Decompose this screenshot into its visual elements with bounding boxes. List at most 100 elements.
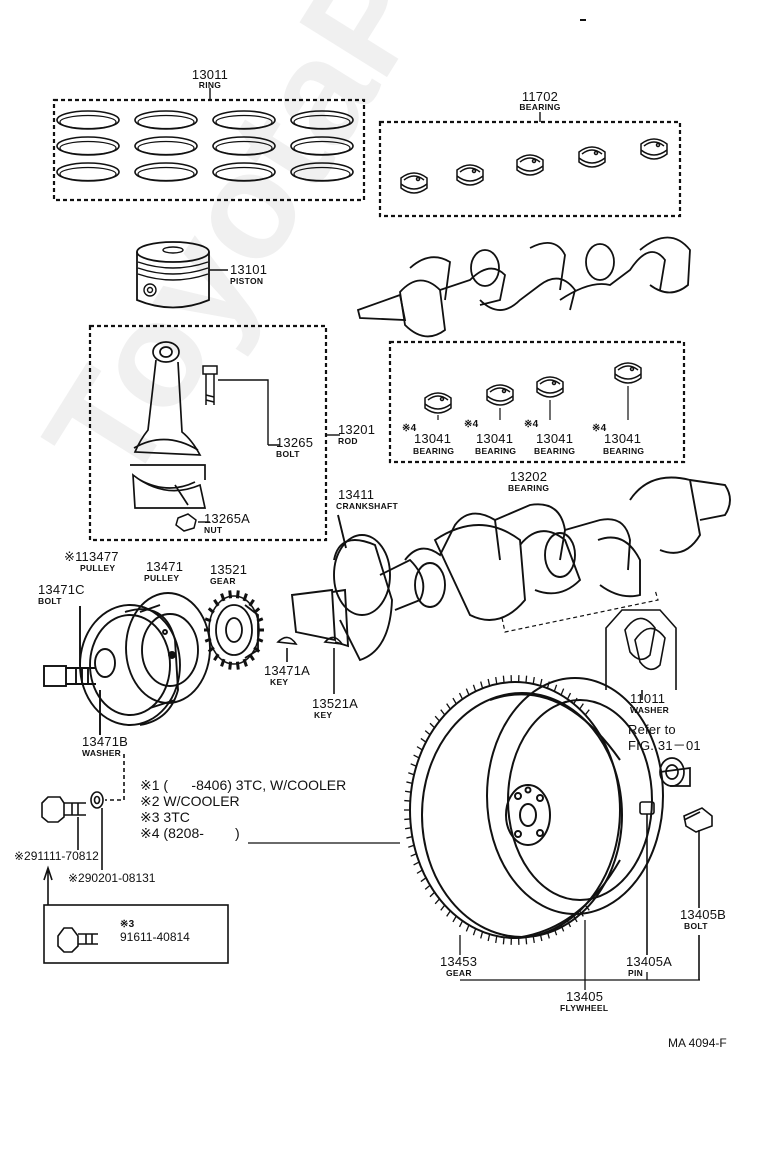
bearing-shell	[456, 164, 484, 186]
pulley-star-part-name: PULLEY	[80, 563, 116, 573]
pulley-bolt-part-name: BOLT	[38, 596, 62, 606]
piston-part-number: 13101	[230, 262, 268, 277]
rod-bearing-3-mark: ※4	[524, 419, 539, 430]
rod-bearing-2-mark: ※4	[464, 419, 479, 430]
pulley-part-number: 13471	[146, 559, 184, 574]
flywheel-leaders	[248, 842, 700, 990]
rod-part-number: 13201	[338, 422, 376, 437]
legend-3-text: 3TC	[163, 809, 190, 825]
rod-bearing-2-name: BEARING	[475, 446, 517, 456]
piston-ring	[290, 110, 354, 130]
rod-bearing-3-name: BEARING	[534, 446, 576, 456]
rod-nut-part-number: 13265A	[204, 511, 251, 526]
main-bearing-part-name: BEARING	[519, 102, 561, 112]
std-washer-number: ※290201-08131	[68, 871, 156, 885]
piston-ring	[212, 110, 276, 130]
piston-ring	[212, 136, 276, 156]
rod-part-name: ROD	[338, 436, 358, 446]
piston-drawing	[136, 241, 228, 309]
bearing-shell	[536, 376, 564, 398]
legend-4-text: (8208- )	[163, 825, 240, 841]
piston-ring-set	[52, 88, 366, 202]
rod-bearing-1-mark: ※4	[402, 423, 417, 434]
piston-part-name: PISTON	[230, 276, 264, 286]
bearing-shell	[614, 362, 642, 384]
piston-ring	[134, 162, 198, 182]
piston-ring	[290, 162, 354, 182]
bearing-shell	[400, 172, 428, 194]
inset-bolt-number: 91611-40814	[120, 930, 190, 944]
piston-ring	[56, 110, 120, 130]
rod-nut-part-name: NUT	[204, 525, 223, 535]
fw-bolt-part-number: 13405B	[680, 907, 727, 922]
ring-gear-part-number: 13453	[440, 954, 478, 969]
std-bolt-washer-drawing	[41, 754, 229, 964]
gear-part-number: 13521	[210, 562, 248, 577]
crank-bearing-part-number: 13202	[510, 469, 548, 484]
legend-3-mark: ※3	[140, 809, 160, 825]
pilot-bearing-drawing	[659, 757, 691, 787]
legend-1-text: ( -8406) 3TC, W/COOLER	[163, 777, 347, 793]
legend-2-mark: ※2	[140, 793, 160, 809]
pulley-washer-part-number: 13471B	[82, 734, 129, 749]
flywheel-part-number: 13405	[566, 989, 604, 1004]
rod-bearing-1-name: BEARING	[413, 446, 455, 456]
thrust-washer-part-number: 11011	[630, 691, 666, 706]
key1-part-name: KEY	[270, 677, 289, 687]
legend-2-text: W/COOLER	[163, 793, 240, 809]
rod-bearing-4-mark: ※4	[592, 423, 607, 434]
legend-1-mark: ※1	[140, 777, 160, 793]
legend-4-mark: ※4	[140, 825, 160, 841]
rod-bearing-set	[388, 340, 686, 464]
fw-pin-part-number: 13405A	[626, 954, 673, 969]
pulley-part-name: PULLEY	[144, 573, 180, 583]
pulley-washer-part-name: WASHER	[82, 748, 122, 758]
ring-part-name: RING	[198, 80, 222, 90]
rod-bearing-4-name: BEARING	[603, 446, 645, 456]
main-bearing-set	[378, 112, 682, 218]
crank-bearing-part-name: BEARING	[508, 483, 550, 493]
connecting-rod-set	[88, 324, 340, 542]
piston-ring	[290, 136, 354, 156]
inset-mark: ※3	[120, 919, 135, 930]
rod-bolt-part-number: 13265	[276, 435, 314, 450]
rod-bearing-4-number: 13041	[604, 431, 642, 446]
flywheel-part-name: FLYWHEEL	[560, 1003, 609, 1013]
ring-gear-part-name: GEAR	[446, 968, 472, 978]
pulley-drawing	[43, 592, 211, 735]
thrust-washer-part-name: WASHER	[630, 705, 670, 715]
rod-bearing-2-number: 13041	[476, 431, 514, 446]
gear-part-name: GEAR	[210, 576, 236, 586]
rod-bearing-1-number: 13041	[414, 431, 452, 446]
rod-bearing-3-number: 13041	[536, 431, 574, 446]
flywheel-drawing	[404, 675, 664, 945]
pulley-bolt-part-number: 13471C	[38, 582, 85, 597]
key2-part-number: 13521A	[312, 696, 359, 711]
refer-line1: Refer to	[628, 722, 676, 737]
key2-part-name: KEY	[314, 710, 333, 720]
main-bearing-part-number: 11702	[521, 89, 559, 104]
ring-part-number: 13011	[191, 67, 229, 82]
std-bolt-number: ※291111-70812	[14, 849, 99, 863]
crankshaft-part-number: 13411	[338, 487, 375, 502]
figure-code: MA 4094-F	[668, 1036, 727, 1050]
piston-ring	[56, 162, 120, 182]
fw-pin-part-name: PIN	[628, 968, 644, 978]
piston-ring	[56, 136, 120, 156]
key1-part-number: 13471A	[264, 663, 311, 678]
fw-bolt-part-name: BOLT	[684, 921, 708, 931]
crankshaft-part-name: CRANKSHAFT	[336, 501, 399, 511]
bearing-shell	[640, 138, 668, 160]
bearing-shell	[578, 146, 606, 168]
pulley-star-part-number: ※113477	[64, 549, 119, 564]
refer-line2: FIG. 31－01	[628, 738, 701, 753]
flywheel-bolt-drawing	[683, 807, 713, 980]
piston-ring	[134, 136, 198, 156]
thrust-washer-drawing	[605, 609, 677, 700]
bearing-shell	[486, 384, 514, 406]
key-drawings	[276, 636, 344, 694]
piston-ring	[212, 162, 276, 182]
flywheel-pin-drawing	[639, 801, 655, 955]
